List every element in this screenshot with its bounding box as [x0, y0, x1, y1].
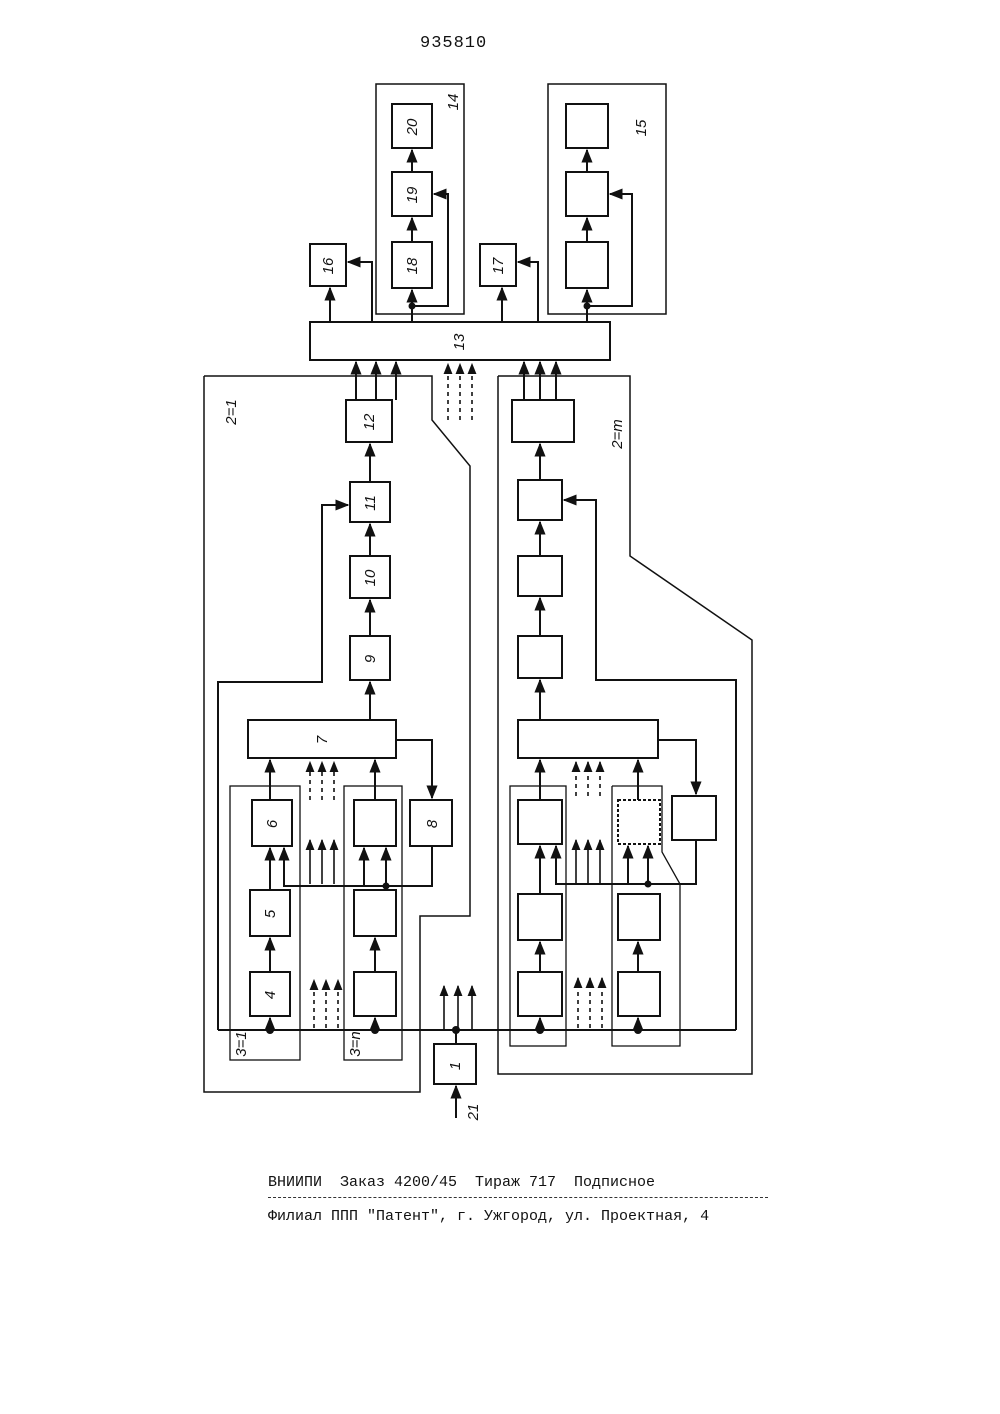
block-m-11 — [518, 480, 562, 520]
label-channel-1: 2=1 — [223, 399, 240, 425]
sub-mn-frame — [612, 786, 680, 1046]
block-m-12 — [512, 400, 574, 442]
block-m-s1-bot — [518, 972, 562, 1016]
footer-separator — [268, 1197, 768, 1198]
block-sub-n-mid — [354, 890, 396, 936]
block-15-top — [566, 104, 608, 148]
label-channel-m: 2=m — [609, 419, 626, 450]
block-sub-n-bot — [354, 972, 396, 1016]
sub-n-frame — [344, 786, 402, 1060]
footer-publisher-line: ВНИИПИ Заказ 4200/45 Тираж 717 Подписное — [268, 1174, 655, 1191]
block-m-7 — [518, 720, 658, 758]
block-15-mid — [566, 172, 608, 216]
label-14: 14 — [445, 94, 462, 111]
block-m-sn-bot — [618, 972, 660, 1016]
label-12: 12 — [361, 413, 378, 430]
label-17: 17 — [490, 257, 507, 274]
label-15: 15 — [633, 119, 650, 136]
block-m-10 — [518, 556, 562, 596]
label-7: 7 — [314, 735, 331, 744]
label-8: 8 — [424, 819, 441, 828]
block-sub-n-top — [354, 800, 396, 846]
label-5: 5 — [262, 909, 279, 918]
label-sub-1: 3=1 — [233, 1031, 250, 1056]
label-16: 16 — [320, 257, 337, 274]
block-m-9 — [518, 636, 562, 678]
label-10: 10 — [362, 569, 379, 586]
label-9: 9 — [362, 654, 379, 663]
channel-1-frame — [204, 376, 470, 1092]
label-1: 1 — [447, 1062, 464, 1070]
label-19: 19 — [404, 186, 421, 203]
footer-address-line: Филиал ППП "Патент", г. Ужгород, ул. Про… — [268, 1208, 709, 1225]
block-m-s1-top — [518, 800, 562, 844]
block-m-sn-top — [618, 800, 660, 844]
block-m-8 — [672, 796, 716, 840]
label-13: 13 — [451, 333, 468, 350]
label-sub-n: 3=n — [347, 1031, 364, 1056]
label-11: 11 — [362, 495, 379, 511]
label-4: 4 — [262, 991, 279, 999]
block-m-sn-mid — [618, 894, 660, 940]
block-m-s1-mid — [518, 894, 562, 940]
block-15-bot — [566, 242, 608, 288]
label-21: 21 — [465, 1104, 482, 1122]
label-18: 18 — [404, 257, 421, 274]
label-20: 20 — [404, 118, 421, 136]
label-6: 6 — [264, 819, 281, 828]
